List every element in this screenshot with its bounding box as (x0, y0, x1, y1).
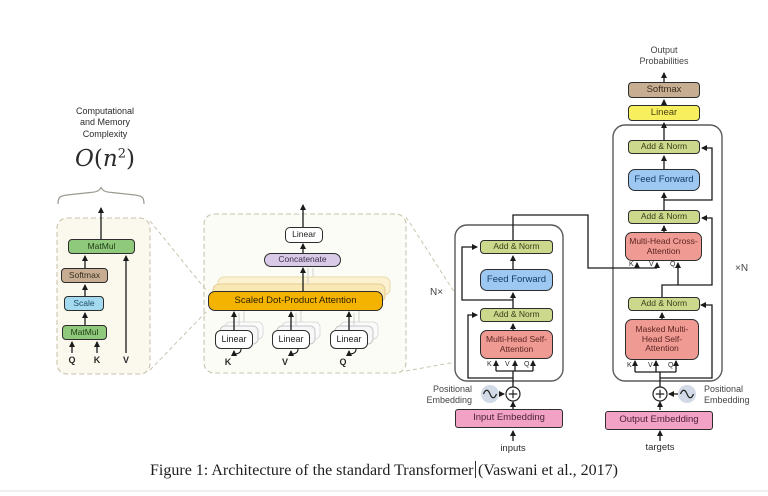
masked-k-label: K (627, 362, 632, 369)
linear-k-block: Linear (215, 330, 253, 349)
decoder-masked-attention-block: Masked Multi-Head Self-Attention (625, 319, 699, 360)
add-symbol-encoder (505, 386, 521, 402)
text-cursor[interactable] (474, 461, 476, 478)
positional-embedding-symbol-decoder (678, 385, 696, 403)
figure-caption: Figure 1: Architecture of the standard T… (0, 461, 768, 480)
q-label: Q (68, 355, 76, 365)
v-label: V (122, 355, 129, 365)
positional-embedding-symbol-encoder (481, 385, 499, 403)
encoder-wires (461, 214, 660, 441)
input-embedding-block: Input Embedding (455, 409, 563, 428)
cross-k-label: K (629, 261, 634, 268)
caption-citation: (Vaswani et al., 2017) (478, 462, 618, 479)
cross-v-label: V (649, 261, 654, 268)
cross-q-label: Q (670, 261, 676, 268)
masked-q-label: Q (668, 362, 674, 369)
caption-text: Figure 1: Architecture of the standard T… (150, 462, 474, 479)
overbrace (57, 186, 145, 205)
encoder-self-attention-block: Multi-Head Self-Attention (480, 330, 553, 359)
targets-label: targets (645, 442, 675, 453)
decoder-repeat-label: ×N (735, 263, 749, 274)
inputs-label: inputs (500, 443, 526, 454)
decoder-linear-block: Linear (628, 105, 700, 121)
decoder-cross-attention-block: Multi-Head Cross-Attention (625, 232, 702, 261)
encoder-positional-embedding-label: Positional Embedding (426, 384, 472, 405)
masked-v-label: V (648, 362, 653, 369)
matmul-bottom-block: MatMul (62, 325, 107, 340)
decoder-feed-forward-block: Feed Forward (628, 169, 700, 191)
scale-block: Scale (64, 296, 104, 311)
mha-k-label: K (224, 357, 232, 367)
complexity-wires (69, 207, 129, 353)
decoder-add-norm-1-block: Add & Norm (628, 140, 700, 154)
mha-v-label: V (281, 357, 288, 367)
decoder-positional-embedding-label: Positional Embedding (704, 384, 750, 405)
decoder-wires (632, 72, 713, 441)
complexity-formula: O(n2) (75, 146, 135, 172)
encoder-add-norm-bottom-block: Add & Norm (480, 308, 553, 322)
decoder-add-norm-3-block: Add & Norm (628, 297, 700, 311)
concatenate-block: Concatenate (264, 253, 341, 267)
encoder-q-label: Q (524, 361, 530, 368)
softmax-block: Softmax (61, 268, 108, 283)
encoder-feed-forward-block: Feed Forward (480, 269, 553, 291)
linear-q-block: Linear (330, 330, 368, 349)
multihead-wires (231, 204, 357, 356)
add-symbol-decoder (652, 386, 668, 402)
output-probabilities-label: Output Probabilities (639, 45, 689, 66)
linear-out-block: Linear (285, 227, 323, 243)
encoder-k-label: K (487, 361, 492, 368)
zoom-connector-lines (149, 216, 479, 372)
output-embedding-block: Output Embedding (605, 411, 713, 430)
encoder-add-norm-top-block: Add & Norm (480, 240, 553, 254)
matmul-top-block: MatMul (68, 239, 135, 254)
encoder-repeat-label: N× (430, 287, 444, 298)
mha-q-label: Q (339, 357, 347, 367)
scaled-dot-product-attention-block: Scaled Dot-Product Attention (208, 291, 383, 311)
decoder-softmax-block: Softmax (628, 82, 700, 98)
decoder-add-norm-2-block: Add & Norm (628, 210, 700, 224)
linear-v-block: Linear (272, 330, 310, 349)
k-label: K (93, 355, 101, 365)
encoder-v-label: V (505, 361, 510, 368)
complexity-title: Computational and Memory Complexity (75, 106, 135, 139)
